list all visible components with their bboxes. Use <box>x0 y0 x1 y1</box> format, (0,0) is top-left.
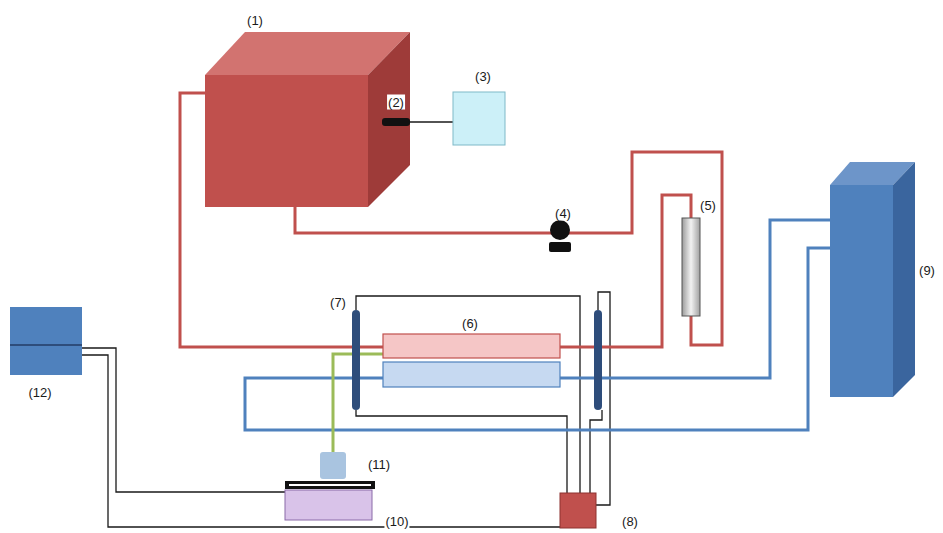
meter-box <box>453 92 505 145</box>
callout-number: (7) <box>329 295 347 310</box>
callout-number: (9) <box>918 263 936 278</box>
computer <box>10 307 82 375</box>
wires <box>82 292 610 527</box>
membrane-module <box>383 334 560 387</box>
callout-number: (8) <box>621 514 639 529</box>
electrode <box>352 310 360 410</box>
callout-number: (10) <box>384 514 409 529</box>
callout-number: (12) <box>27 385 52 400</box>
callout-number: (2) <box>387 95 405 110</box>
pump <box>549 220 571 252</box>
balance <box>285 481 375 520</box>
electrode <box>594 310 602 410</box>
callout-number: (4) <box>554 206 572 221</box>
callout-number: (11) <box>367 457 391 472</box>
callout-number: (6) <box>461 316 479 331</box>
sensor-wire <box>410 121 453 122</box>
callout-number: (1) <box>246 13 264 28</box>
callout-number: (3) <box>474 69 492 84</box>
flow-column <box>682 218 700 316</box>
power-unit <box>560 493 596 528</box>
callout-number: (5) <box>699 198 717 213</box>
collection-vessel <box>320 452 346 479</box>
sensor <box>382 118 410 126</box>
cooling-unit <box>830 162 915 397</box>
feed-tank <box>205 32 410 207</box>
